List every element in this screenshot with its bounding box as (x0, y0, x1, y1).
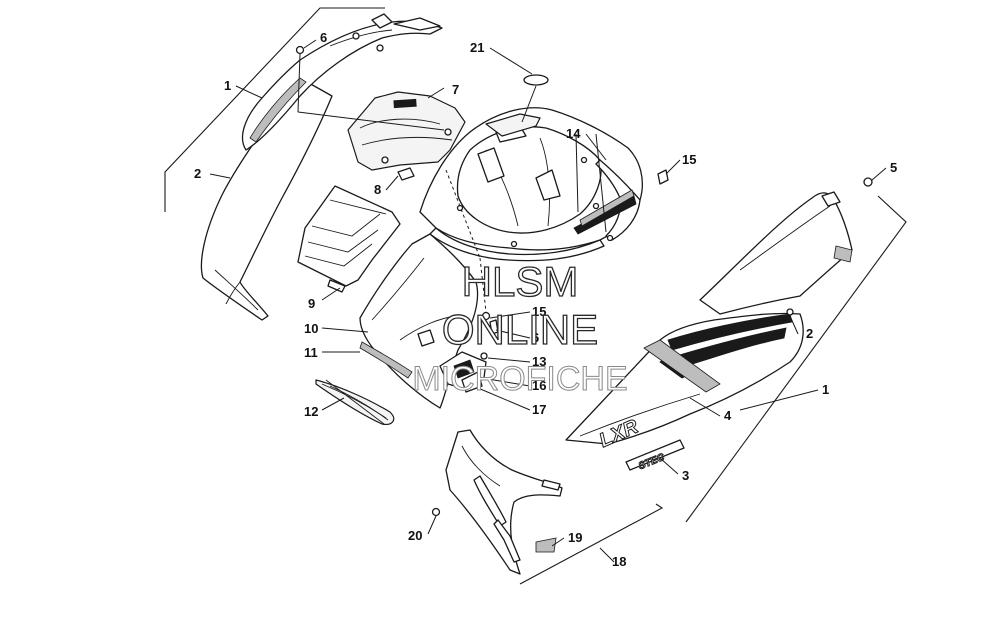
belly-pan (445, 429, 563, 575)
watermark-line-2: ONLINE (442, 306, 598, 353)
callout-21: 21 (470, 40, 484, 55)
callout-10: 10 (304, 321, 318, 336)
watermark: HLSM ONLINE MICROFICHE (412, 257, 628, 398)
side-stripe-upper (667, 313, 793, 351)
bracket-assembly-1-left (164, 7, 385, 212)
callout-18: 18 (612, 554, 626, 569)
vent-louver (297, 185, 401, 287)
callout-20: 20 (408, 528, 422, 543)
callout-2-left: 2 (194, 166, 201, 181)
side-stripe-mid (675, 327, 787, 369)
lens-21 (523, 74, 549, 86)
hood-lower-lip (429, 227, 605, 262)
callout-4: 4 (724, 408, 732, 423)
callout-7: 7 (452, 82, 459, 97)
callout-3: 3 (682, 468, 689, 483)
callout-15-right: 15 (682, 152, 696, 167)
callout-19: 19 (568, 530, 582, 545)
decal-stec-badge (625, 439, 685, 471)
fastener-15-right (657, 169, 669, 185)
callout-1-left: 1 (224, 78, 231, 93)
callout-6-center: 6 (532, 330, 539, 345)
callout-2-right: 2 (806, 326, 813, 341)
callout-13: 13 (532, 354, 546, 369)
callout-12: 12 (304, 404, 318, 419)
callout-8: 8 (374, 182, 381, 197)
callout-15-center: 15 (532, 304, 546, 319)
side-panel-right-upper (699, 192, 853, 315)
fastener-6-upper (295, 45, 305, 55)
hardware-15 (481, 311, 491, 321)
windshield-panel (347, 91, 466, 171)
callout-6-upper: 6 (320, 30, 327, 45)
side-panel-left (200, 77, 333, 321)
callout-1-right: 1 (822, 382, 829, 397)
fastener-5 (863, 177, 873, 187)
callout-14: 14 (566, 126, 581, 141)
watermark-line-3: MICROFICHE (412, 360, 627, 398)
callout-16: 16 (532, 378, 546, 393)
hardware-13 (480, 352, 488, 360)
callout-11: 11 (304, 345, 318, 360)
clip-8 (397, 167, 415, 181)
callout-5: 5 (890, 160, 897, 175)
leader-lines (209, 39, 887, 563)
hood-right-wing (595, 159, 641, 241)
watermark-line-1: HLSM (462, 258, 579, 305)
bracket-assembly-18 (519, 503, 664, 585)
bracket-assembly-1-right (685, 195, 907, 523)
callout-17: 17 (532, 402, 546, 417)
callout-labels: 1 2 6 7 8 9 10 11 12 21 14 15 5 2 1 4 3 … (194, 30, 897, 569)
callout-9: 9 (308, 296, 315, 311)
